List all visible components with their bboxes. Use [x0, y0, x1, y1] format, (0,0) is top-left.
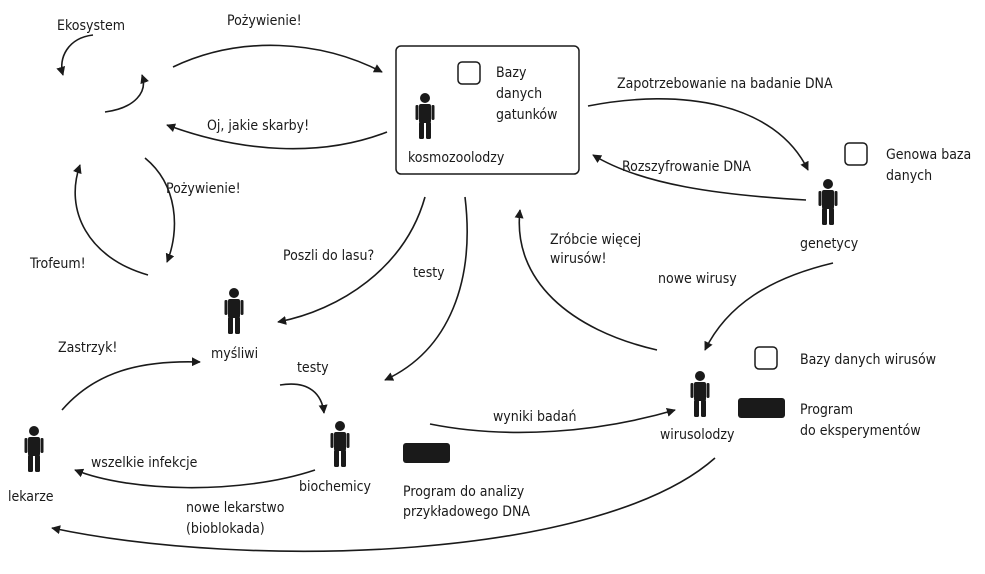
label-testy-2: testy [297, 360, 329, 376]
label-nowe-lekarstwo-1: nowe lekarstwo [186, 500, 285, 516]
lekarze-person-icon [24, 426, 44, 472]
label-testy-1: testy [413, 265, 445, 281]
ecosystem-cycle-right-arrow [104, 74, 149, 113]
arrow-wszelkie-infekcje-to-lekarze [74, 468, 316, 489]
label-bazy-gatunkow-2: danych [496, 86, 542, 102]
label-ekosystem: Ekosystem [57, 18, 125, 34]
biochemicy-person-icon [330, 421, 350, 467]
label-zrobcie-2: wirusów! [550, 251, 607, 267]
label-zapotrzebowanie: Zapotrzebowanie na badanie DNA [617, 76, 833, 92]
label-bazy-wirusow: Bazy danych wirusów [800, 352, 936, 368]
label-nowe-lekarstwo-2: (bioblokada) [186, 521, 265, 537]
mysliwi-person-icon [224, 288, 244, 334]
label-pozywienie-left: Pożywienie! [166, 181, 241, 197]
label-wyniki-badan: wyniki badań [493, 409, 576, 425]
label-wirusolodzy: wirusolodzy [660, 427, 735, 443]
experiment-program-icon [738, 398, 785, 418]
label-biochemicy: biochemicy [299, 479, 372, 495]
arrow-rozszyfrowanie-to-kosmozoolodzy [592, 154, 807, 201]
genetycy-person-icon [818, 179, 838, 225]
label-genowa-1: Genowa baza [886, 147, 971, 163]
arrow-testy-to-biochemicy [384, 196, 468, 381]
virus-database-icon [754, 346, 778, 370]
label-zrobcie-1: Zróbcie więcej [550, 232, 641, 248]
arrow-pozywienie-to-kosmozoolodzy [172, 44, 383, 73]
arrow-zrobcie-wiecej-to-kosmozoolodzy [514, 209, 658, 351]
label-genetycy: genetycy [800, 236, 859, 252]
gene-database-icon [844, 142, 868, 166]
label-lekarze: lekarze [8, 489, 54, 505]
label-wszelkie-infekcje: wszelkie infekcje [91, 455, 198, 471]
ecosystem-cycle-left-arrow [56, 34, 94, 76]
label-trofeum: Trofeum! [29, 256, 86, 272]
label-program-dna-2: przykładowego DNA [403, 504, 530, 520]
wirusolodzy-person-icon [690, 371, 710, 417]
label-poszli-do-lasu: Poszli do lasu? [283, 248, 374, 264]
arrow-poszli-do-lasu-to-mysliwi [277, 196, 426, 325]
dna-analysis-program-icon [403, 443, 450, 463]
label-bazy-gatunkow-3: gatunków [496, 107, 557, 123]
arrow-trofeum-to-ecosystem [73, 164, 149, 276]
label-bazy-gatunkow-1: Bazy [496, 65, 527, 81]
label-pozywienie-top: Pożywienie! [227, 13, 302, 29]
arrow-nowe-wirusy-to-wirusolodzy [704, 262, 834, 351]
arrow-pozywienie-to-mysliwi [144, 157, 176, 263]
label-genowa-2: danych [886, 168, 932, 184]
label-program-eksp-1: Program [800, 402, 853, 418]
label-program-eksp-2: do eksperymentów [800, 423, 921, 439]
kosmozoolodzy-panel [395, 45, 580, 175]
label-zastrzyk: Zastrzyk! [58, 340, 117, 356]
species-database-icon [457, 61, 481, 85]
label-nowe-wirusy: nowe wirusy [658, 271, 737, 287]
arrow-nowe-lekarstwo-to-lekarze [51, 457, 716, 553]
label-rozszyfrowanie: Rozszyfrowanie DNA [622, 159, 751, 175]
arrow-zastrzyk-to-mysliwi [61, 357, 201, 411]
arrow-testy-to-biochemicy-from-mysliwi [279, 383, 328, 414]
arrow-wyniki-badan-to-wirusolodzy [429, 407, 676, 434]
label-oj-skarby: Oj, jakie skarby! [207, 118, 309, 134]
arrow-zapotrzebowanie-to-genetycy [587, 98, 809, 171]
arrow-skarby-to-ecosystem [166, 123, 388, 150]
label-kosmozoolodzy: kosmozoolodzy [408, 150, 505, 166]
label-mysliwi: myśliwi [211, 346, 258, 362]
label-program-dna-1: Program do analizy [403, 484, 525, 500]
